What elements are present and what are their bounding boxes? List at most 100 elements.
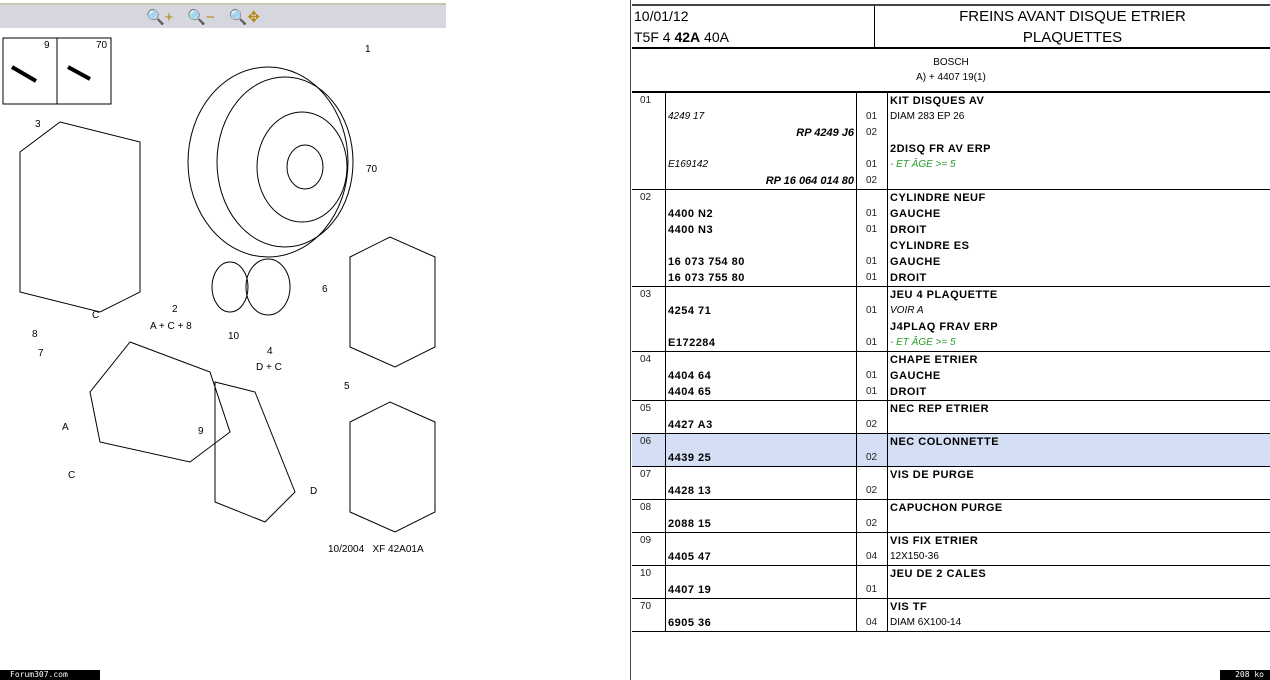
ref-number: 09	[640, 535, 652, 546]
quantity	[857, 141, 888, 157]
ref-number	[632, 582, 665, 598]
quantity	[857, 287, 888, 303]
description	[888, 516, 1270, 532]
quantity	[857, 599, 888, 615]
note: A) + 4407 19(1)	[916, 72, 986, 83]
description: DROIT	[890, 272, 927, 284]
description: JEU 4 PLAQUETTE	[890, 289, 998, 301]
ref-number	[632, 516, 665, 532]
ref-number	[632, 483, 665, 499]
quantity	[857, 238, 888, 254]
ref-number	[632, 254, 665, 270]
part-number: 16 073 755 80	[665, 270, 857, 286]
description: GAUCHE	[890, 208, 941, 220]
quantity: 01	[857, 222, 888, 238]
part-number: 4427 A3	[665, 417, 857, 433]
ref-number	[632, 303, 665, 319]
part-number	[665, 434, 857, 450]
label: 8	[32, 329, 38, 340]
ref-number: 04	[640, 354, 652, 365]
part-number: E172284	[665, 335, 857, 351]
description	[888, 450, 1270, 466]
part-number: 4404 65	[665, 384, 857, 400]
zoom-pan-icon[interactable]: 🔍✥	[228, 8, 261, 26]
ref-number	[632, 450, 665, 466]
zoom-in-icon[interactable]: 🔍+	[145, 8, 174, 26]
parts-box-5	[349, 401, 436, 533]
quantity	[857, 401, 888, 417]
diagram-panel: 🔍+ 🔍− 🔍✥ 9 70 1 3 70 2 A + C + 8 4 D + C…	[0, 0, 631, 680]
part-number	[665, 93, 857, 109]
ref-number	[632, 417, 665, 433]
description: NEC REP ETRIER	[890, 403, 990, 415]
label: D	[310, 486, 317, 497]
description: DROIT	[890, 224, 927, 236]
part-number: E169142	[665, 157, 857, 173]
subheader: BOSCH A) + 4407 19(1)	[632, 49, 1270, 93]
page-header: 10/01/12 T5F 4 42A 40A FREINS AVANT DISQ…	[632, 4, 1270, 49]
description: CYLINDRE ES	[890, 240, 970, 252]
description	[888, 582, 1270, 598]
quantity: 02	[857, 173, 888, 189]
description: 12X150-36	[890, 551, 939, 562]
quantity: 04	[857, 615, 888, 631]
label: 10	[228, 331, 240, 342]
watermark: Forum307.com	[0, 670, 100, 680]
ref-number	[632, 615, 665, 631]
description: 2DISQ FR AV ERP	[890, 143, 992, 155]
quantity: 02	[857, 417, 888, 433]
zoom-out-icon[interactable]: 🔍−	[187, 8, 215, 26]
label: 70	[366, 164, 378, 175]
ref-number	[632, 222, 665, 238]
description: VIS FIX ETRIER	[890, 535, 979, 547]
quantity	[857, 319, 888, 335]
part-number	[665, 352, 857, 368]
quantity	[857, 500, 888, 516]
part-number: 4400 N2	[665, 206, 857, 222]
description: VOIR A	[890, 305, 924, 316]
description: CYLINDRE NEUF	[890, 192, 986, 204]
part-number: RP 4249 J6	[665, 125, 857, 141]
row-line: J4PLAQ FRAV ERP	[632, 319, 1270, 335]
description	[888, 125, 1270, 141]
ref-number: 03	[640, 289, 652, 300]
part-number	[665, 401, 857, 417]
ref-number: 01	[640, 95, 652, 106]
part-number: RP 16 064 014 80	[665, 173, 857, 189]
ref-number	[632, 109, 665, 125]
ref-number	[632, 319, 665, 335]
description: KIT DISQUES AV	[890, 95, 985, 107]
label: 2	[172, 304, 178, 315]
label: 1	[365, 44, 371, 55]
quantity: 01	[857, 335, 888, 351]
part-number	[665, 238, 857, 254]
quantity	[857, 93, 888, 109]
label: 3	[35, 119, 41, 130]
quantity	[857, 352, 888, 368]
part-number: 6905 36	[665, 615, 857, 631]
